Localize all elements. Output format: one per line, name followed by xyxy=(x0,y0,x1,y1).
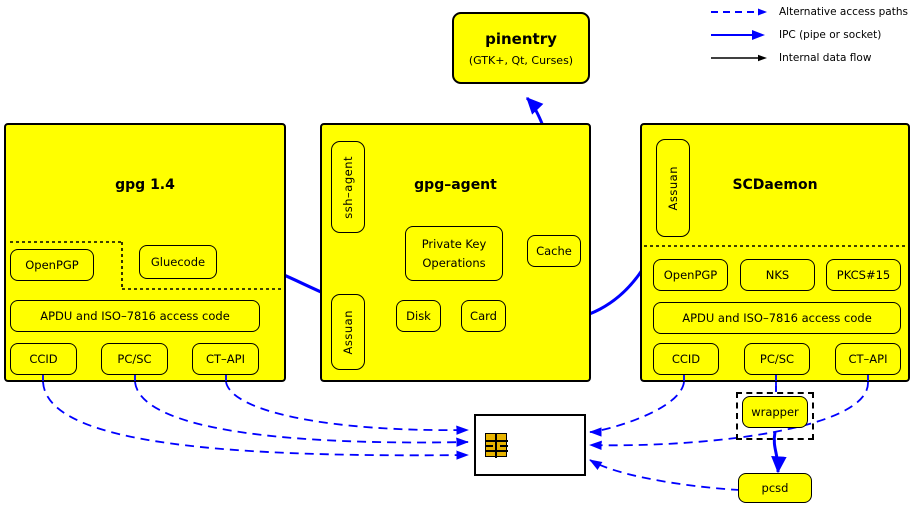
gpg-agent-cache-box[interactable]: Cache xyxy=(527,235,581,267)
altpath-scd-ctapi-to-card xyxy=(589,381,869,450)
gpg-title: gpg 1.4 xyxy=(115,177,175,193)
legend-item-alt-paths: Alternative access paths xyxy=(709,2,908,22)
altpath-scd-ccid-to-card xyxy=(589,381,685,437)
legend-label-ipc: IPC (pipe or socket) xyxy=(778,29,882,41)
altpath-gpg-pcsc-to-card xyxy=(134,381,469,447)
legend: Alternative access paths IPC (pipe or so… xyxy=(709,2,908,71)
smartcard-chip-icon xyxy=(485,433,508,458)
scdaemon-reader-ccid-label: CCID xyxy=(671,352,701,366)
scdaemon-reader-ctapi-label: CT–API xyxy=(848,352,888,366)
gpg-reader-ctapi-label: CT–API xyxy=(206,352,245,366)
legend-item-internal-flow: Internal data flow xyxy=(709,48,908,68)
wrapper-box[interactable]: wrapper xyxy=(742,396,808,428)
gpg-agent-ssh-agent-box[interactable]: ssh–agent xyxy=(331,141,365,233)
gpg-reader-pcsc-label: PC/SC xyxy=(117,352,152,366)
gpg-gluecode-box[interactable]: Gluecode xyxy=(139,245,217,279)
gpg-agent-disk-box[interactable]: Disk xyxy=(396,300,441,332)
pcsd-box[interactable]: pcsd xyxy=(738,473,812,503)
gpg-agent-assuan-box[interactable]: Assuan xyxy=(331,294,365,370)
scdaemon-reader-pcsc[interactable]: PC/SC xyxy=(744,343,810,375)
scdaemon-app-nks-label: NKS xyxy=(765,268,790,282)
scdaemon-assuan-box[interactable]: Assuan xyxy=(656,139,690,237)
scdaemon-apdu-box[interactable]: APDU and ISO–7816 access code xyxy=(653,302,901,334)
pinentry-title: pinentry xyxy=(485,29,557,48)
pcsd-label: pcsd xyxy=(761,481,789,495)
scdaemon-app-pkcs15[interactable]: PKCS#15 xyxy=(826,259,901,291)
altpath-gpg-ctapi-to-card xyxy=(225,381,469,435)
scdaemon-apdu-label: APDU and ISO–7816 access code xyxy=(682,311,872,325)
legend-label-internal-flow: Internal data flow xyxy=(778,52,872,64)
gpg-agent-disk-label: Disk xyxy=(406,309,431,323)
legend-swatch-solid-black xyxy=(710,54,767,62)
pinentry-subtitle: (GTK+, Qt, Curses) xyxy=(468,53,574,67)
gpg-reader-ccid[interactable]: CCID xyxy=(10,343,77,375)
gpg-agent-cache-label: Cache xyxy=(536,244,572,258)
gpg-agent-title: gpg–agent xyxy=(414,177,497,193)
pinentry-box[interactable]: pinentry (GTK+, Qt, Curses) xyxy=(452,12,590,84)
gpg-apdu-box[interactable]: APDU and ISO–7816 access code xyxy=(10,300,260,332)
legend-item-ipc: IPC (pipe or socket) xyxy=(709,25,908,45)
gpg-reader-pcsc[interactable]: PC/SC xyxy=(101,343,168,375)
gpg-agent-card-label: Card xyxy=(470,309,497,323)
scdaemon-title: SCDaemon xyxy=(732,177,818,193)
scdaemon-app-openpgp-label: OpenPGP xyxy=(663,268,718,282)
scdaemon-reader-ccid[interactable]: CCID xyxy=(653,343,719,375)
gpg-openpgp-box[interactable]: OpenPGP xyxy=(10,249,94,281)
gpg-reader-ctapi[interactable]: CT–API xyxy=(192,343,259,375)
altpath-gpg-ccid-to-card xyxy=(42,381,469,460)
legend-swatch-solid-blue xyxy=(710,30,765,40)
private-key-operations-line1: Private Key xyxy=(421,236,487,251)
private-key-operations-box[interactable]: Private Key Operations xyxy=(405,226,503,281)
legend-label-alt-paths: Alternative access paths xyxy=(778,6,908,18)
gpg-agent-ssh-agent-label: ssh–agent xyxy=(341,155,355,219)
legend-swatch-dashed-blue xyxy=(710,8,767,16)
wrapper-label: wrapper xyxy=(751,405,799,419)
gpg-apdu-label: APDU and ISO–7816 access code xyxy=(40,309,230,323)
scdaemon-reader-ctapi[interactable]: CT–API xyxy=(835,343,901,375)
scdaemon-reader-pcsc-label: PC/SC xyxy=(759,352,795,366)
gpg-openpgp-label: OpenPGP xyxy=(25,258,79,272)
scdaemon-app-pkcs15-label: PKCS#15 xyxy=(836,268,891,282)
gpg-gluecode-label: Gluecode xyxy=(150,255,206,269)
scdaemon-assuan-label: Assuan xyxy=(666,165,680,211)
gpg-agent-card-box[interactable]: Card xyxy=(461,300,506,332)
altpath-pcsd-to-card xyxy=(589,459,741,491)
private-key-operations-line2: Operations xyxy=(422,255,486,270)
scdaemon-app-nks[interactable]: NKS xyxy=(740,259,815,291)
gpg-agent-assuan-label: Assuan xyxy=(341,309,355,355)
gpg-reader-ccid-label: CCID xyxy=(29,352,58,366)
scdaemon-app-openpgp[interactable]: OpenPGP xyxy=(653,259,728,291)
